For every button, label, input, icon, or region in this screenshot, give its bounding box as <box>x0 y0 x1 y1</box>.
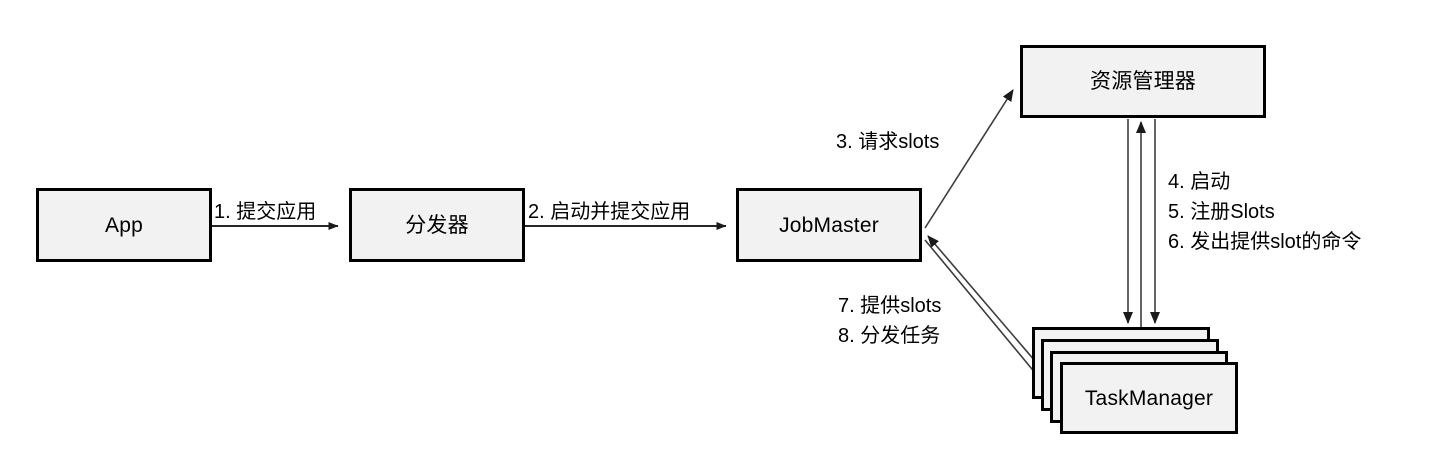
edge-label-7-8: 7. 提供slots 8. 分发任务 <box>838 291 941 351</box>
edge-label-3: 3. 请求slots <box>836 131 940 153</box>
node-taskmanager[interactable]: TaskManager <box>1060 362 1238 434</box>
node-resourcemanager[interactable]: 资源管理器 <box>1020 45 1266 118</box>
edge-label-4-5-6: 4. 启动 5. 注册Slots 6. 发出提供slot的命令 <box>1168 167 1361 257</box>
edge-label-4: 4. 启动 <box>1168 171 1231 193</box>
edge-label-2: 2. 启动并提交应用 <box>528 201 691 223</box>
node-dispatcher[interactable]: 分发器 <box>349 188 525 262</box>
edge-label-5: 5. 注册Slots <box>1168 201 1275 223</box>
node-dispatcher-label: 分发器 <box>405 213 469 237</box>
node-app[interactable]: App <box>36 188 212 262</box>
node-jobmaster[interactable]: JobMaster <box>736 188 922 262</box>
node-resourcemanager-label: 资源管理器 <box>1090 70 1196 93</box>
edge-jobmaster-to-taskmanager <box>924 239 1047 387</box>
edge-jobmaster-to-resourcemanager <box>924 89 1014 229</box>
edge-label-1: 1. 提交应用 <box>214 201 317 223</box>
edge-label-8: 8. 分发任务 <box>838 325 941 347</box>
node-taskmanager-label: TaskManager <box>1084 386 1214 410</box>
node-jobmaster-label: JobMaster <box>779 213 879 237</box>
edge-label-6: 6. 发出提供slot的命令 <box>1168 231 1362 253</box>
node-app-label: App <box>105 213 143 237</box>
edge-label-7: 7. 提供slots <box>838 295 942 317</box>
